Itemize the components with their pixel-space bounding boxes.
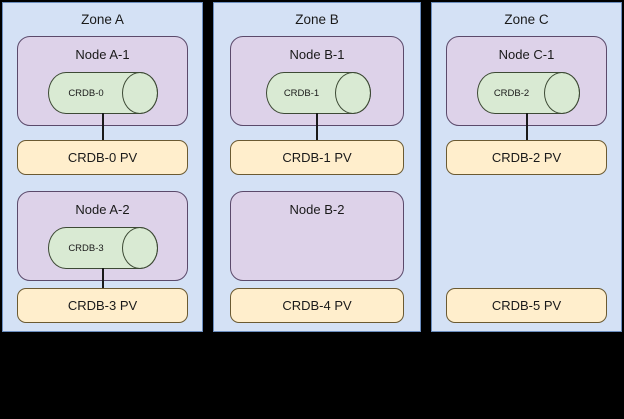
node-b-2[interactable]: Node B-2 (230, 191, 404, 281)
zone-a-title: Zone A (81, 12, 124, 27)
pod-crdb-2-label: CRDB-2 (493, 87, 530, 99)
pv-crdb-3[interactable]: CRDB-3 PV (17, 288, 188, 323)
node-a-2[interactable]: Node A-2 CRDB-3 (17, 191, 188, 281)
pod-crdb-0[interactable]: CRDB-0 (48, 72, 158, 114)
node-c-1[interactable]: Node C-1 CRDB-2 (446, 36, 607, 126)
pod-crdb-3-label: CRDB-3 (68, 242, 104, 254)
pod-crdb-0-label: CRDB-0 (68, 87, 104, 99)
node-b-2-label: Node B-2 (289, 202, 345, 217)
pod-crdb-2[interactable]: CRDB-2 (477, 72, 580, 114)
node-a-2-label: Node A-2 (75, 202, 130, 217)
connector-crdb-3-to-pv (102, 268, 104, 288)
zone-c-title: Zone C (504, 12, 549, 27)
node-a-1[interactable]: Node A-1 CRDB-0 (17, 36, 188, 126)
zone-c-panel: Zone C Node C-1 CRDB-2 CRDB-2 PV CRDB-5 … (431, 2, 622, 332)
node-b-1-label: Node B-1 (289, 47, 345, 62)
pv-crdb-5[interactable]: CRDB-5 PV (446, 288, 607, 323)
pv-crdb-4[interactable]: CRDB-4 PV (230, 288, 404, 323)
zone-b-title: Zone B (295, 12, 339, 27)
cylinder-cap-icon (544, 72, 580, 114)
cylinder-cap-icon (335, 72, 371, 114)
pv-crdb-2[interactable]: CRDB-2 PV (446, 140, 607, 175)
node-b-1[interactable]: Node B-1 CRDB-1 (230, 36, 404, 126)
connector-crdb-2-to-pv (526, 113, 528, 140)
pv-crdb-0[interactable]: CRDB-0 PV (17, 140, 188, 175)
zone-b-panel: Zone B Node B-1 CRDB-1 CRDB-1 PV Node B-… (213, 2, 421, 332)
pod-crdb-1-label: CRDB-1 (283, 87, 320, 99)
node-c-1-label: Node C-1 (498, 47, 555, 62)
connector-crdb-0-to-pv (102, 113, 104, 140)
cylinder-cap-icon (122, 227, 158, 269)
pod-crdb-1[interactable]: CRDB-1 (266, 72, 371, 114)
pv-crdb-1[interactable]: CRDB-1 PV (230, 140, 404, 175)
zone-a-panel: Zone A Node A-1 CRDB-0 CRDB-0 PV Node A-… (2, 2, 203, 332)
node-a-1-label: Node A-1 (75, 47, 130, 62)
pod-crdb-3[interactable]: CRDB-3 (48, 227, 158, 269)
cylinder-cap-icon (122, 72, 158, 114)
connector-crdb-1-to-pv (316, 113, 318, 140)
